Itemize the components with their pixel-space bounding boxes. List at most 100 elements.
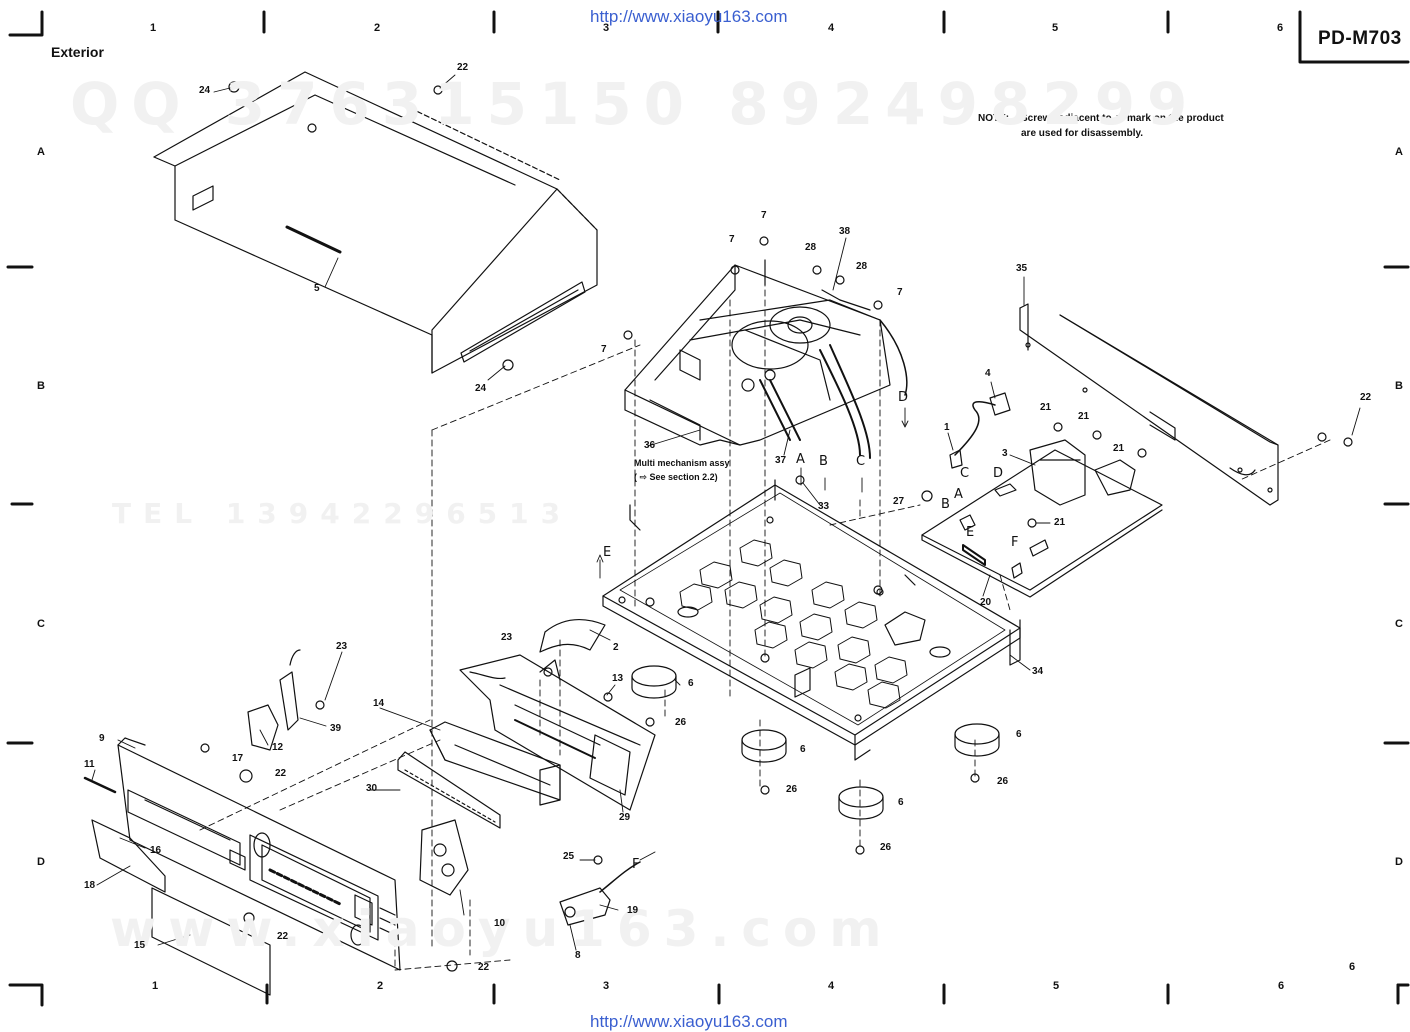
connector-F-11: F (632, 857, 640, 872)
callout-14-29: 14 (373, 698, 385, 709)
callout-23-26: 23 (336, 641, 348, 652)
callout-28-6: 28 (805, 242, 817, 253)
grid-row-right-D: D (1395, 856, 1403, 868)
connector-F-10: F (1011, 535, 1019, 550)
connector-C-3: C (856, 454, 866, 469)
page-number: 6 (1349, 961, 1356, 973)
callout-6-41: 6 (800, 744, 806, 755)
callout-23-27: 23 (501, 632, 513, 643)
note-line-2: are used for disassembly. (1021, 128, 1144, 139)
callout-1-20: 1 (944, 422, 950, 433)
grid-col-top-4: 4 (828, 22, 835, 34)
callout-22-38: 22 (275, 768, 287, 779)
callout-20-24: 20 (980, 597, 992, 608)
note-line-1: Screws adjacent to ▼ mark on the product (1021, 113, 1224, 124)
callout-17-36: 17 (232, 753, 244, 764)
callout-38-7: 38 (839, 226, 851, 237)
grid-row-left-A: A (37, 146, 45, 158)
callout-9-35: 9 (99, 733, 105, 744)
callout-22-54: 22 (478, 962, 490, 973)
connector-E-9: E (966, 525, 975, 540)
callout-24-3: 24 (475, 383, 487, 394)
grid-row-left-D: D (37, 856, 45, 868)
grid-row-left-B: B (37, 380, 45, 392)
callout-6-45: 6 (1016, 729, 1022, 740)
callout-4-15: 4 (985, 368, 991, 379)
callout-12-34: 12 (272, 742, 284, 753)
front-panel-outline (117, 737, 401, 971)
grid-col-bottom-1: 1 (152, 980, 159, 992)
chassis-outline (602, 479, 1021, 761)
callout-7-5: 7 (729, 234, 735, 245)
grid-row-left-C: C (37, 618, 45, 630)
grid-col-bottom-3: 3 (603, 980, 610, 992)
callout-13-28: 13 (612, 673, 624, 684)
grid-row-right-B: B (1395, 380, 1403, 392)
callout-2-25: 2 (613, 642, 619, 653)
url-top[interactable]: http://www.xiaoyu163.com (590, 7, 788, 26)
small-parts-outline (83, 504, 641, 996)
grid-col-bottom-2: 2 (377, 980, 384, 992)
watermark-site: www.xiaoyu163.com (110, 900, 894, 958)
grid-row-right-C: C (1395, 618, 1403, 630)
grid-col-top-5: 5 (1052, 22, 1059, 34)
watermark-qq: QQ 376315150 892498299 (70, 70, 1200, 138)
callout-22-19: 22 (1360, 392, 1372, 403)
callout-33-13: 33 (818, 501, 830, 512)
connector-D-5: D (993, 466, 1004, 481)
leader-lines (91, 74, 1361, 951)
display-board-outline (429, 654, 656, 811)
callout-39-33: 39 (330, 723, 342, 734)
callout-21-17: 21 (1078, 411, 1090, 422)
callout-21-23: 21 (1054, 517, 1066, 528)
callout-7-4: 7 (761, 210, 767, 221)
url-bottom[interactable]: http://www.xiaoyu163.com (590, 1012, 788, 1031)
callout-3-21: 3 (1002, 448, 1008, 459)
connector-arrows (596, 407, 909, 861)
callout-22-1: 22 (457, 62, 469, 73)
callout-7-10: 7 (601, 344, 607, 355)
callout-27-22: 27 (893, 496, 905, 507)
connector-A-1: A (796, 452, 805, 467)
power-board-outline (921, 392, 1163, 598)
callout-11-37: 11 (84, 759, 95, 770)
callout-37-12: 37 (775, 455, 787, 466)
alignment-lines (199, 269, 1331, 971)
callout-34-32: 34 (1032, 666, 1044, 677)
edge-ticks (6, 10, 1410, 1005)
callout-29-40: 29 (619, 812, 631, 823)
callout-24-0: 24 (199, 85, 211, 96)
mechanism-caption-2: ( ⇨ See section 2.2) (634, 472, 718, 482)
callout-26-44: 26 (880, 842, 892, 853)
callout-35-14: 35 (1016, 263, 1028, 274)
connector-E-4: E (603, 545, 612, 560)
callout-26-31: 26 (675, 717, 687, 728)
note-label: NOTE: (978, 113, 1010, 124)
connector-B-2: B (819, 454, 828, 469)
grid-col-top-1: 1 (150, 22, 157, 34)
callout-7-9: 7 (897, 287, 903, 298)
multi-mechanism-assy (624, 259, 908, 459)
callout-30-39: 30 (366, 783, 378, 794)
callout-6-43: 6 (898, 797, 904, 808)
watermark-tel: TEL 13942296513 (112, 497, 573, 530)
grid-col-bottom-5: 5 (1053, 980, 1060, 992)
grid-col-bottom-4: 4 (828, 980, 835, 992)
callout-15-55: 15 (134, 940, 146, 951)
mechanism-caption-1: Multi mechanism assy (634, 458, 730, 468)
callout-10-49: 10 (494, 918, 506, 929)
callout-22-53: 22 (277, 931, 289, 942)
callout-26-46: 26 (997, 776, 1009, 787)
connector-B-8: B (941, 497, 950, 512)
callout-25-50: 25 (563, 851, 575, 862)
section-title: Exterior (51, 44, 104, 60)
grid-col-top-3: 3 (603, 22, 610, 34)
callout-19-51: 19 (627, 905, 639, 916)
grid-col-bottom-6: 6 (1278, 980, 1285, 992)
frame-marks (8, 10, 1410, 1007)
callout-8-52: 8 (575, 950, 581, 961)
callout-26-42: 26 (786, 784, 798, 795)
feet-outline (631, 665, 1000, 820)
